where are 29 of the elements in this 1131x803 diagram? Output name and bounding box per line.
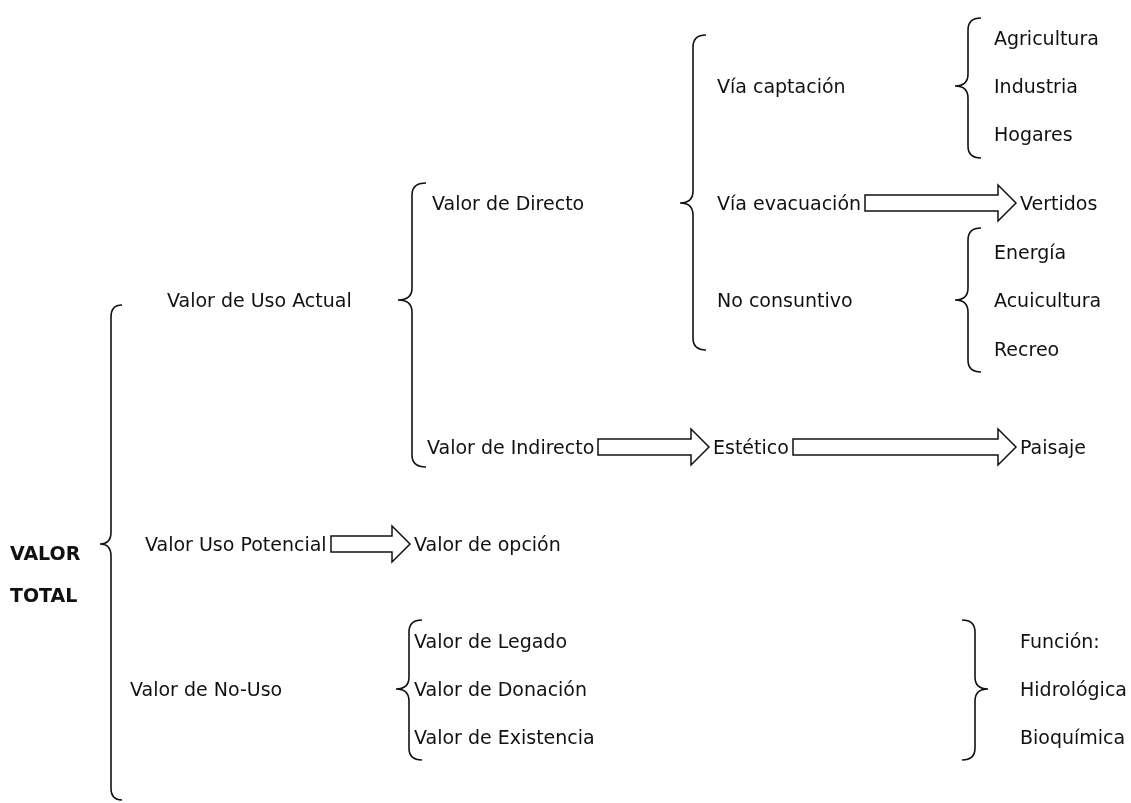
title-text: VALOR TOTAL [10, 541, 82, 608]
item-text: Valor de Uso Actual [167, 288, 352, 312]
item-text: Bioquímica [1020, 725, 1126, 749]
item-text: Valor de No-Uso [130, 677, 283, 701]
item-text: No consuntivo [717, 288, 853, 312]
item-text: Valor de Donación [414, 677, 588, 701]
item-text: Función: [1020, 629, 1100, 653]
item-text: Energía [994, 240, 1067, 264]
node-text: Valor Uso Potencial [145, 532, 327, 556]
block-arrow [864, 183, 1018, 223]
node-text: Vía evacuación [717, 191, 862, 215]
item-text: Agricultura [994, 26, 1099, 50]
item-text: Valor de Existencia [414, 725, 595, 749]
item-text: Recreo [994, 337, 1060, 361]
block-arrow [597, 427, 711, 467]
item-text: Vía captación [717, 74, 846, 98]
node-text: Valor de opción [414, 532, 561, 556]
block-arrow [792, 427, 1018, 467]
node-text: Estético [713, 435, 789, 459]
item-text: Valor de Legado [414, 629, 568, 653]
node-text: Vertidos [1020, 191, 1098, 215]
item-text: Hogares [994, 122, 1073, 146]
block-arrow [330, 524, 412, 564]
item-text: Valor de Directo [432, 191, 585, 215]
item-text: Industria [994, 74, 1078, 98]
item-text: Acuicultura [994, 288, 1102, 312]
node-text: Valor de Indirecto [427, 435, 595, 459]
item-text: Hidrológica [1020, 677, 1127, 701]
node-text: Paisaje [1020, 435, 1087, 459]
